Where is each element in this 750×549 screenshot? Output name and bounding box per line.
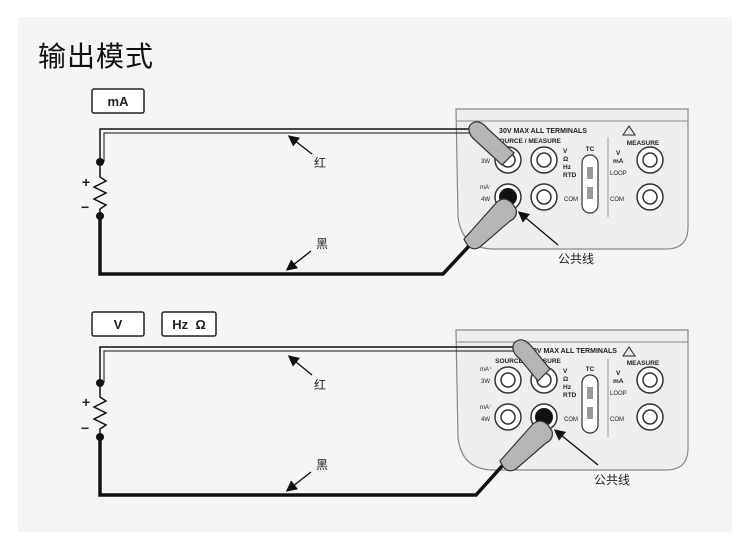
- jack-3w[interactable]: [494, 366, 522, 394]
- node-top: [96, 379, 104, 387]
- common-arrow: [553, 429, 599, 466]
- measure-label: MEASURE: [627, 360, 660, 367]
- page-title: 输出模式: [38, 40, 155, 73]
- terminal-label-3w: 3W: [481, 379, 490, 385]
- mode-button-v-label: V: [114, 317, 123, 332]
- jack-v-ohm[interactable]: [530, 146, 558, 174]
- black-arrow: [285, 250, 312, 271]
- panel-v: V Hz Ω 30V MAX ALL TERMINALS SOURCE / ME…: [81, 311, 689, 497]
- red-wire-label: 红: [314, 155, 326, 170]
- plus-sign: +: [82, 394, 90, 410]
- mode-button-ma-label: mA: [108, 94, 130, 109]
- black-wire: [98, 215, 498, 276]
- common-wire-label: 公共线: [594, 473, 630, 487]
- plus-sign: +: [82, 174, 90, 190]
- jack-measure-com[interactable]: [636, 403, 664, 431]
- com-label: COM: [564, 417, 578, 423]
- red-wire: [99, 128, 474, 162]
- red-arrow: [287, 355, 313, 376]
- terminal-label-ma-minus: mA⁻: [480, 185, 492, 191]
- mode-button-hz-ohm-label: Hz Ω: [172, 317, 206, 332]
- panel-ma: mA 30V MAX ALL TERMINALS SOURCE / MEASUR…: [81, 88, 689, 276]
- minus-sign: −: [81, 420, 89, 436]
- meter-header: 30V MAX ALL TERMINALS: [499, 128, 587, 135]
- tc-socket[interactable]: [581, 374, 599, 434]
- node-bottom: [96, 212, 104, 220]
- resistor: [92, 387, 108, 437]
- loop-label: LOOP: [610, 171, 627, 177]
- red-arrow: [287, 135, 313, 155]
- wiring-diagram: mA 30V MAX ALL TERMINALS SOURCE / MEASUR…: [81, 88, 689, 497]
- black-wire-label: 黑: [316, 237, 328, 251]
- terminal-label-4w: 4W: [481, 417, 490, 423]
- com-label: COM: [564, 197, 578, 203]
- tc-socket[interactable]: [581, 154, 599, 214]
- com2-label: COM: [610, 197, 624, 203]
- node-bottom: [96, 433, 104, 441]
- warning-icon: [622, 125, 636, 136]
- mode-button-hz-ohm[interactable]: [161, 311, 217, 337]
- jack-4w[interactable]: [494, 403, 522, 431]
- common-wire-label: 公共线: [558, 252, 594, 266]
- black-probe-plug: [463, 198, 517, 250]
- jack-measure-v-ma[interactable]: [636, 366, 664, 394]
- terminal-label-ma-minus: mA⁻: [480, 405, 492, 411]
- mode-button-v[interactable]: [91, 311, 145, 337]
- tc-label: TC: [586, 146, 595, 153]
- jack-measure-v-ma[interactable]: [636, 146, 664, 174]
- red-wire: [99, 346, 518, 383]
- meter-header: 30V MAX ALL TERMINALS: [529, 348, 617, 355]
- common-arrow: [517, 211, 559, 246]
- jack-measure-com[interactable]: [636, 183, 664, 211]
- black-probe-plug: [499, 420, 553, 472]
- terminal-label-4w: 4W: [481, 197, 490, 203]
- red-probe-plug: [468, 121, 515, 166]
- diagram-frame: 输出模式 mA 30V MAX ALL TERMINALS SOURCE / M…: [18, 17, 732, 532]
- terminal-label-ma-plus: mA⁺: [480, 366, 492, 373]
- red-wire-label: 红: [314, 377, 326, 392]
- black-arrow: [285, 471, 312, 492]
- resistor: [92, 166, 108, 216]
- warning-icon: [622, 346, 636, 357]
- mode-button-ma[interactable]: [91, 88, 145, 114]
- source-measure-label: SOURCE / MEASURE: [495, 138, 561, 145]
- com2-label: COM: [610, 417, 624, 423]
- node-top: [96, 158, 104, 166]
- loop-label: LOOP: [610, 391, 627, 397]
- jack-com[interactable]: [530, 183, 558, 211]
- terminal-label-3w: 3W: [481, 159, 490, 165]
- tc-label: TC: [586, 366, 595, 373]
- minus-sign: −: [81, 199, 89, 215]
- meter-body: [455, 329, 689, 471]
- measure-label: MEASURE: [627, 140, 660, 147]
- black-wire-label: 黑: [316, 458, 328, 472]
- red-probe-plug: [512, 339, 551, 382]
